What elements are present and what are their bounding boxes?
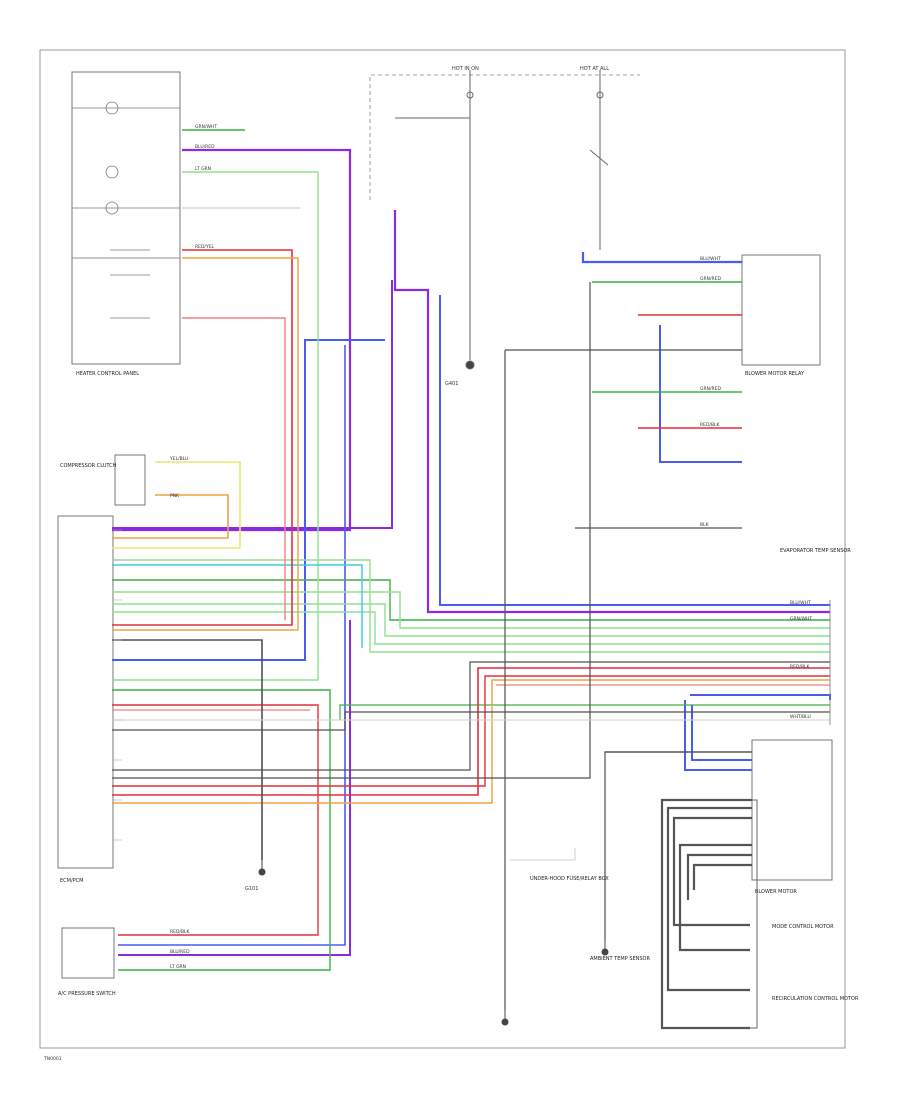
wire-label-9: BLK <box>700 522 710 528</box>
blower-relay-caption: BLOWER MOTOR RELAY <box>745 371 805 377</box>
ecm-caption: ECM/PCM <box>60 878 83 884</box>
wire-label-18: WHT/BLU <box>790 714 811 720</box>
heater-control-box <box>71 71 181 365</box>
wire-ltgreen-2 <box>112 591 830 629</box>
wire-label-8: RED/BLK <box>700 422 721 428</box>
wire-orange-3 <box>112 679 830 804</box>
wire-black-1 <box>112 639 263 860</box>
wire-label-1: GRN/WHT <box>195 124 217 130</box>
wire-label-4: RED/YEL <box>195 244 215 250</box>
wire-blue-4 <box>439 295 830 606</box>
wire-purple-3 <box>112 280 393 529</box>
heater-control-inner <box>71 257 181 365</box>
wire-label-11: PNK <box>170 493 180 499</box>
wire-red-5 <box>112 667 830 796</box>
wire-label-3: LT GRN <box>195 166 211 172</box>
ac-pressure-switch-caption: A/C PRESSURE SWITCH <box>58 991 116 997</box>
wire-black-7 <box>112 282 591 779</box>
wire-blue-7 <box>691 705 752 761</box>
wire-blue-5 <box>690 694 831 700</box>
ac-pressure-switch-box <box>61 927 115 979</box>
compressor-clutch-caption: COMPRESSOR CLUTCH <box>60 463 117 469</box>
wire-red-6 <box>112 675 830 787</box>
wire-black-5 <box>112 711 830 731</box>
fuse-box-outline <box>369 74 640 200</box>
wire-ltgreen-4 <box>112 611 830 645</box>
ground-symbol-1 <box>258 860 266 876</box>
wire-ltgreen-1 <box>112 171 319 681</box>
wire-blue-8 <box>118 345 346 946</box>
mode-motor-box <box>661 799 758 1029</box>
wire-label-13: BLU/RED <box>170 949 190 955</box>
wire-green-6 <box>339 704 830 720</box>
wire-red-1 <box>112 249 293 626</box>
fuse-label: HOT IN ON <box>452 66 479 72</box>
wire-label-14: LT GRN <box>170 964 186 970</box>
wire-ltgreen-3 <box>112 603 830 637</box>
wire-blue-1 <box>581 252 742 264</box>
wire-blue-2 <box>659 325 742 463</box>
blower-relay-lower-caption: UNDER-HOOD FUSE/RELAY BOX <box>530 876 609 882</box>
mode-motor-caption: MODE CONTROL MOTOR <box>772 924 834 930</box>
wire-label-16: GRN/WHT <box>790 616 812 622</box>
ground-g401-label: G401 <box>445 381 458 387</box>
ground-symbol-2 <box>501 1010 509 1026</box>
wire-label-15: BLU/WHT <box>790 600 811 606</box>
wire-label-6: GRN/RED <box>700 276 721 282</box>
wire-green-5 <box>112 689 331 971</box>
wire-purple-4 <box>118 620 351 956</box>
ambient-sensor-caption: AMBIENT TEMP SENSOR <box>590 956 650 962</box>
wire-purple-2 <box>393 210 830 614</box>
blower-motor-box <box>751 739 833 881</box>
wire-red-4 <box>112 704 319 936</box>
wire-ltgreen-5 <box>112 559 830 653</box>
ground-g101-label: G101 <box>245 886 258 892</box>
ecm-pins <box>113 529 122 841</box>
diagram-code: TN0001 <box>43 1056 62 1062</box>
wire-orange-2 <box>112 257 299 631</box>
wire-blue-6 <box>684 700 752 771</box>
heater-control-switches <box>72 101 180 319</box>
diagram-frame <box>39 49 846 1049</box>
heater-control-caption: HEATER CONTROL PANEL <box>76 371 139 377</box>
bundle-lower-right <box>660 798 752 1030</box>
blower-relay-box <box>741 254 821 366</box>
wire-green-4 <box>112 579 830 621</box>
blower-motor-caption: BLOWER MOTOR <box>755 889 797 895</box>
recirc-motor-caption: RECIRCULATION CONTROL MOTOR <box>772 996 859 1002</box>
wire-pink-1 <box>182 317 286 620</box>
wire-label-5: BLU/WHT <box>700 256 721 262</box>
wire-gray-3 <box>510 848 576 861</box>
wire-label-2: BLU/RED <box>195 144 215 150</box>
wire-yellow-1 <box>112 461 241 549</box>
wire-blue-3 <box>112 339 385 661</box>
wire-label-10: YEL/BLU <box>169 456 188 462</box>
wire-label-17: RED/BLK <box>790 664 811 670</box>
wire-orange-1 <box>112 494 229 539</box>
wire-label-12: RED/BLK <box>170 929 191 935</box>
fuse-column <box>395 70 609 370</box>
wire-cyan-1 <box>112 564 363 648</box>
ecm-box <box>57 515 114 869</box>
evaporator-sensor-caption: EVAPORATOR TEMP SENSOR <box>780 548 851 554</box>
fuse-label-2: HOT AT ALL <box>580 66 609 72</box>
wire-label-7: GRN/RED <box>700 386 721 392</box>
wire-black-4 <box>112 661 830 771</box>
compressor-clutch-box <box>114 454 146 506</box>
ground-symbol-3 <box>601 940 609 956</box>
